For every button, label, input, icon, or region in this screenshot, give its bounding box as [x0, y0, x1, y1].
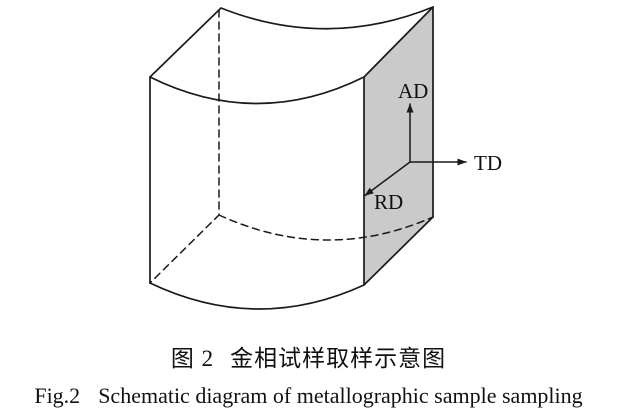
ad-axis-label: AD: [398, 79, 428, 103]
sampling-face: [364, 7, 433, 285]
block-line-work: [149, 6, 467, 310]
bottom-edges: [149, 216, 434, 310]
td-axis-label: TD: [474, 151, 502, 175]
rd-axis-arrow: [364, 161, 411, 197]
caption-chinese-number: 图 2: [170, 346, 215, 371]
hidden-edges: [149, 9, 434, 284]
top-face-edges: [149, 6, 434, 105]
block-outline: [149, 6, 434, 284]
caption-english: Fig.2 Schematic diagram of metallographic…: [0, 383, 617, 409]
caption-english-text: Schematic diagram of metallographic samp…: [98, 383, 583, 408]
caption-chinese-text: 金相试样取样示意图: [230, 346, 447, 371]
caption-english-number: Fig.2: [34, 383, 81, 408]
rd-axis-label: RD: [374, 190, 403, 214]
caption-chinese: 图 2 金相试样取样示意图: [0, 339, 617, 373]
